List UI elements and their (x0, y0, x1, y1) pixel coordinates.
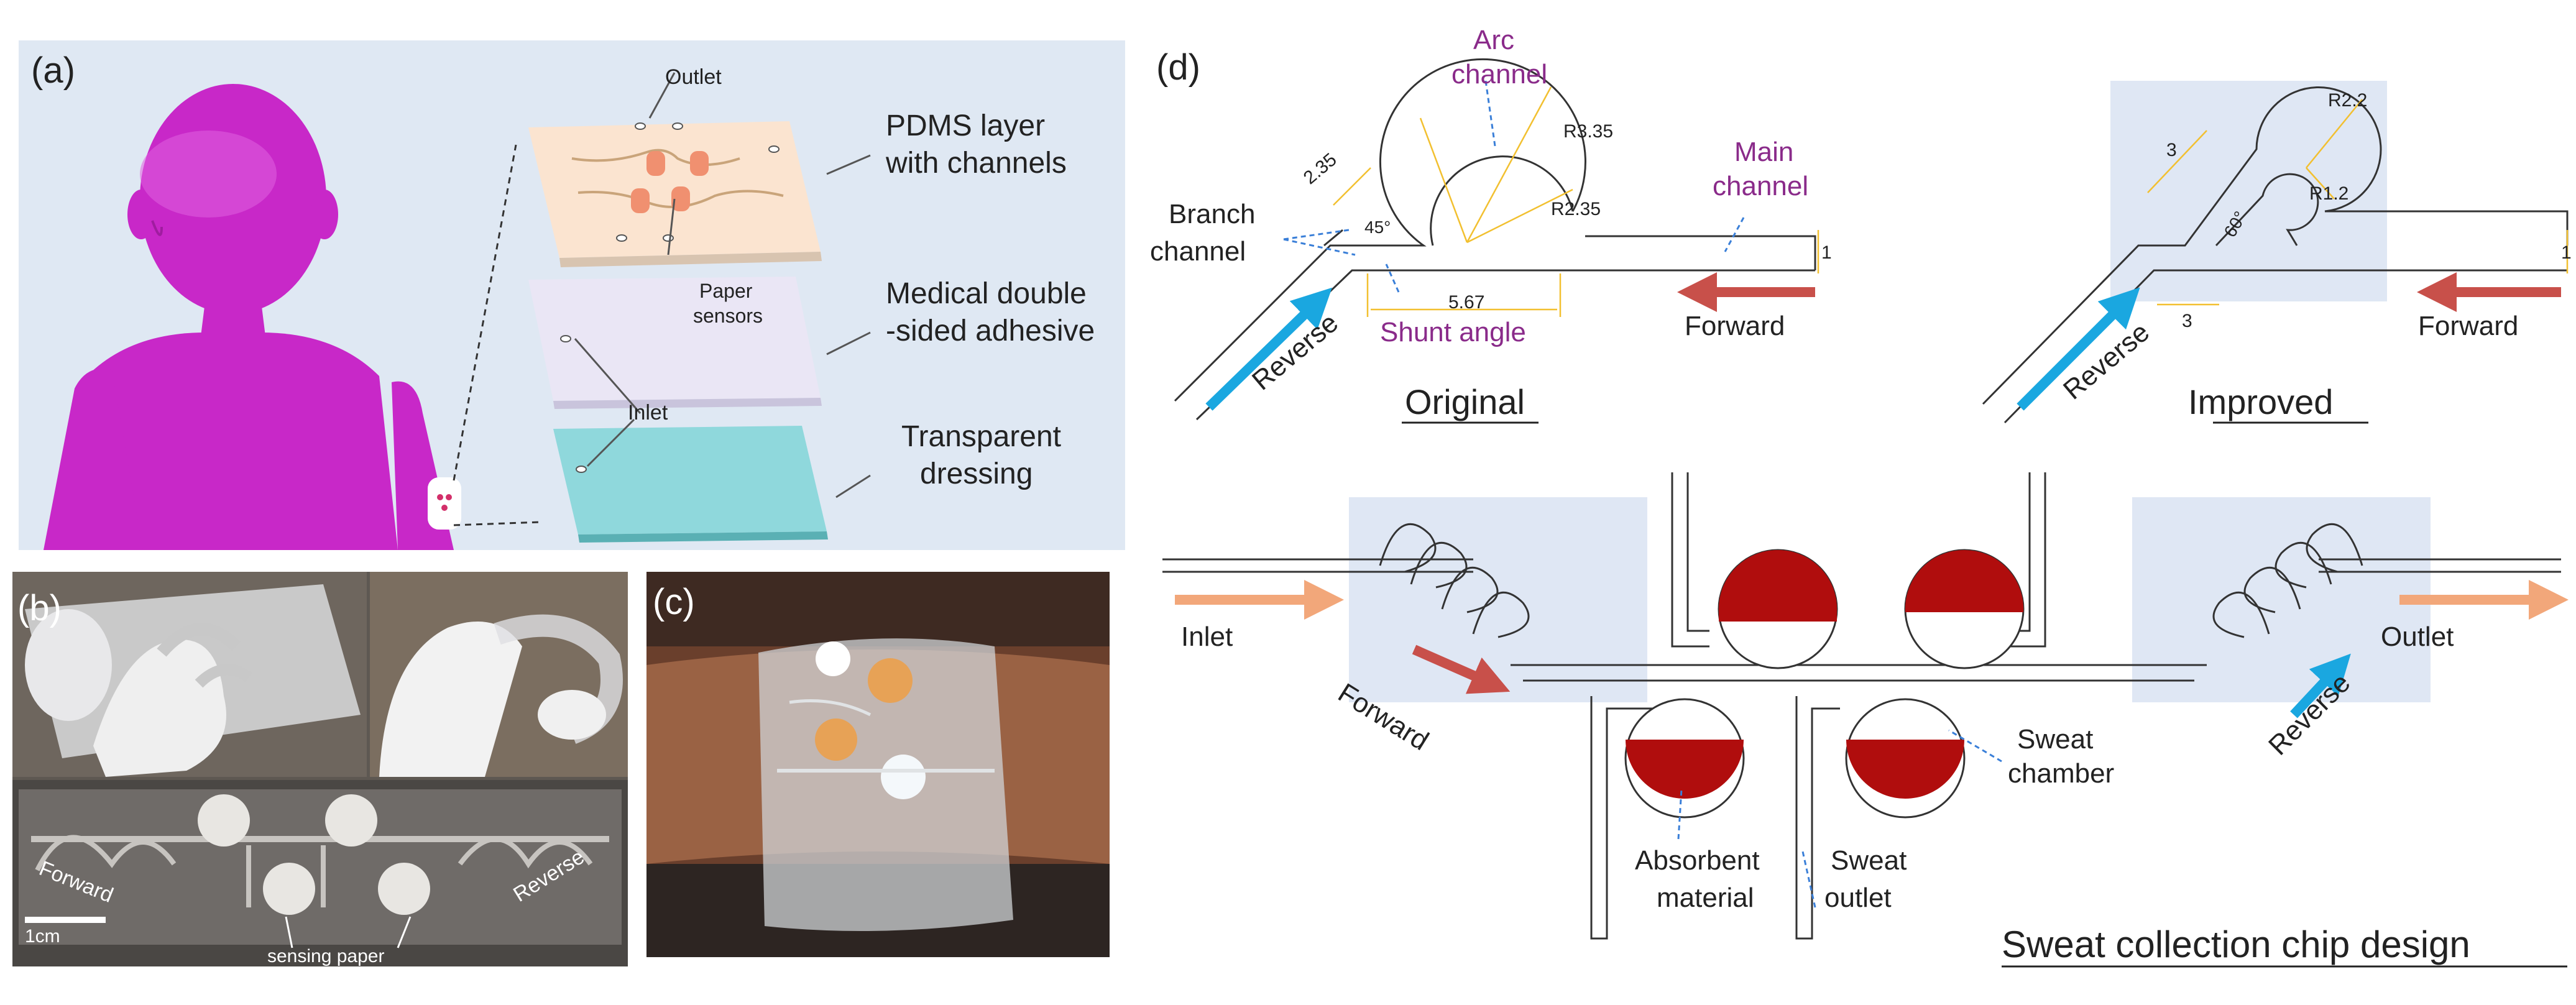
adhesive-label-line1: Medical double (886, 277, 1087, 310)
panel-c-label: (c) (653, 582, 695, 622)
paper-sensors-label-line1: Paper (699, 280, 753, 302)
absorbent-label-line2: material (1657, 883, 1754, 913)
dim-r1-2: R1.2 (2309, 183, 2349, 204)
panel-a-label: (a) (31, 50, 75, 91)
improved-title: Improved (2188, 382, 2334, 421)
panel-a: (a) Outlet PDMS layer with channels Pape… (19, 40, 1125, 550)
dressing-label-line2: dressing (920, 457, 1033, 490)
panel-d: (d) Arc channel Main channel Branch chan… (1138, 25, 2576, 994)
dim-3-a: 3 (2166, 140, 2177, 160)
scale-label: 1cm (25, 926, 60, 947)
pdms-label-line2: with channels (886, 147, 1067, 180)
pdms-layer (528, 121, 822, 267)
arc-channel-label-line2: channel (1451, 59, 1548, 89)
arc-channel-label-line1: Arc (1473, 25, 1514, 55)
sweat-chamber-label-line1: Sweat (2017, 724, 2094, 755)
main-channel-label-line2: channel (1713, 171, 1809, 201)
adhesive-label-line2: -sided adhesive (886, 314, 1095, 347)
chip-outlet-label: Outlet (2381, 622, 2454, 652)
absorbent-label-line1: Absorbent (1635, 845, 1760, 876)
branch-channel-label-line2: channel (1150, 236, 1246, 267)
original-title: Original (1405, 382, 1525, 421)
sweat-chamber-label-line2: chamber (2008, 758, 2115, 789)
forward-label-original: Forward (1685, 311, 1785, 341)
branch-channel-label-line1: Branch (1169, 199, 1256, 229)
sweat-outlet-label-line2: outlet (1824, 883, 1892, 913)
forward-label-improved: Forward (2418, 311, 2519, 341)
dim-r2-35: R2.35 (1551, 199, 1601, 219)
chip-inlet-label: Inlet (1181, 622, 1233, 652)
dim-3-b: 3 (2182, 311, 2192, 331)
main-channel-label-line1: Main (1734, 137, 1794, 167)
panel-c-photo (646, 572, 1110, 957)
sweat-outlet-label-line1: Sweat (1831, 845, 1907, 876)
forward-arrow-chip (1412, 645, 1511, 694)
wrist-patch (428, 477, 461, 530)
original-dimensions (1333, 86, 1819, 317)
chip-right-highlight (2132, 497, 2431, 702)
panel-b-label: (b) (17, 588, 62, 628)
dim-1-improved: 1 (2561, 242, 2572, 263)
dim-5-67: 5.67 (1448, 292, 1485, 313)
dressing-label-line1: Transparent (901, 420, 1062, 453)
improved-highlight (2110, 81, 2387, 301)
channel-diagram (1162, 58, 2569, 968)
chip-title: Sweat collection chip design (2002, 924, 2470, 965)
shunt-angle-label: Shunt angle (1380, 317, 1526, 347)
pdms-label-line1: PDMS layer (886, 109, 1046, 142)
panel-b: (b) Forward Reverse 1cm sensing paper (12, 572, 628, 966)
chip-channel (1162, 472, 2561, 940)
sweat-chambers (1624, 549, 2025, 819)
panel-b-photo (12, 572, 628, 966)
dim-45-deg: 45° (1364, 218, 1391, 237)
reverse-arrow-original (1205, 287, 1332, 411)
chip-left-highlight (1349, 497, 1647, 702)
reverse-arrow-improved (2017, 287, 2140, 411)
dim-1-original: 1 (1821, 242, 1832, 263)
reverse-arrow-chip (2290, 653, 2351, 718)
panel-c: (c) (646, 572, 1110, 957)
panel-d-label: (d) (1156, 47, 1200, 88)
dressing-layer (553, 426, 828, 543)
outlet-label: Outlet (665, 65, 722, 89)
sensing-paper-label: sensing paper (267, 946, 385, 966)
panel-a-illustration (44, 72, 871, 550)
inlet-label: Inlet (628, 401, 668, 424)
dim-r3-35: R3.35 (1563, 121, 1614, 142)
dim-r2-2: R2.2 (2328, 90, 2368, 111)
adhesive-layer (528, 277, 822, 409)
paper-sensors-label-line2: sensors (693, 305, 763, 327)
